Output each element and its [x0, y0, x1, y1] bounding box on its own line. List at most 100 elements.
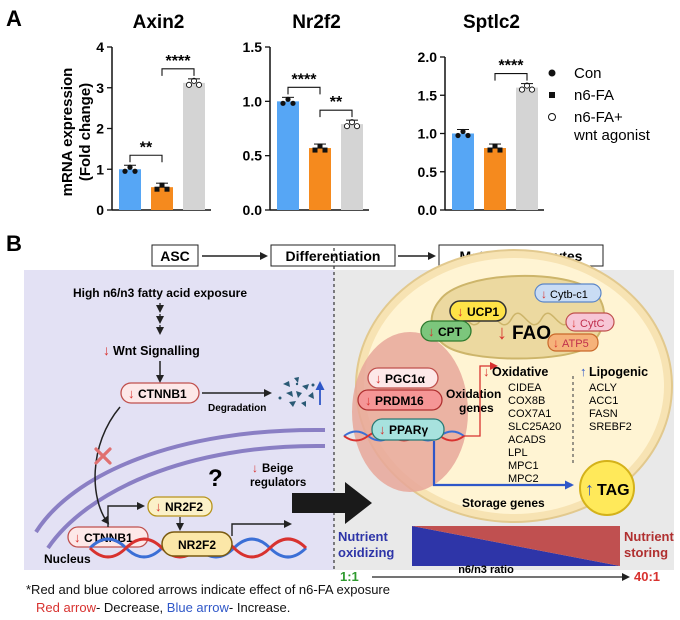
nr2f2-bound: NR2F2: [178, 538, 216, 552]
bar: [277, 101, 299, 210]
panel-b-label: B: [6, 231, 22, 256]
question-mark: ?: [208, 465, 223, 492]
data-point: [460, 128, 466, 135]
asc-background: [24, 270, 334, 570]
y-tick-label: 3: [96, 80, 104, 96]
data-point: [290, 100, 296, 106]
nucleus-membrane-inner: [46, 443, 326, 550]
significance-bracket: [319, 109, 353, 118]
nr2f2-box-regulated: [147, 496, 213, 517]
cytbc1-down-arrow: ↓: [541, 287, 547, 301]
significance-label: **: [140, 139, 153, 156]
degradation-label: Degradation: [208, 403, 266, 414]
y-tick-label: 1.5: [418, 87, 438, 103]
y-axis-label-line2: (Fold change): [77, 83, 94, 181]
blocked-x-icon: [94, 447, 112, 465]
significance-label: ****: [292, 71, 318, 88]
y-tick-label: 0: [96, 202, 104, 218]
footnote-blue-label: Blue arrow: [166, 600, 229, 615]
significance-bracket: [494, 73, 528, 81]
ratio-gradient-red: [412, 526, 620, 566]
nr2f2-regulated: NR2F2: [165, 500, 203, 514]
ratio-high: 40:1: [634, 569, 660, 584]
nr2f2-regulates-arrow: [231, 520, 292, 536]
pgc1a-box: [367, 367, 439, 389]
data-point: [312, 147, 318, 153]
nr2f2-down-arrow: ↓: [155, 499, 162, 514]
bar: [484, 148, 506, 210]
data-point: [132, 168, 138, 174]
oxidation-genes-line2: genes: [459, 401, 494, 415]
bar: [309, 148, 331, 210]
lipogenic-header: Lipogenic: [589, 365, 648, 379]
pgc1a-down-arrow: ↓: [375, 371, 382, 386]
data-point: [122, 168, 128, 174]
data-point: [317, 143, 323, 149]
data-point: [487, 147, 493, 153]
data-point: [280, 100, 286, 106]
legend: Con n6-FA n6-FA+ wnt agonist: [548, 65, 651, 144]
data-point: [343, 123, 351, 130]
footnote-line1: *Red and blue colored arrows indicate ef…: [26, 582, 390, 597]
data-point: [528, 86, 536, 93]
oxidative-gene: COX8B: [508, 395, 545, 407]
nutrient-storing-line2: storing: [624, 545, 668, 560]
cpt-down-arrow: ↓: [428, 324, 435, 339]
y-tick-label: 4: [96, 39, 104, 55]
nutrient-oxidizing-line2: oxidizing: [338, 545, 394, 560]
legend-marker-wnt: [548, 113, 556, 121]
legend-label-n6fa: n6-FA: [574, 87, 614, 104]
ctnnb1-down-arrow: ↓: [128, 386, 135, 401]
oxidative-gene: MPC2: [508, 473, 539, 485]
ratio-label: n6/n3 ratio: [458, 564, 514, 576]
storage-genes-arrow: [432, 441, 574, 490]
oxidative-gene: LPL: [508, 447, 528, 459]
significance-label: **: [330, 94, 343, 111]
data-point: [159, 182, 165, 188]
stage-diff-box: [270, 244, 396, 267]
wnt-down-arrow: ↓: [103, 342, 110, 358]
prdm16-down-arrow: ↓: [365, 393, 372, 408]
oxidative-down-arrow: ↓: [483, 364, 490, 379]
y-tick-label: 0.0: [418, 202, 438, 218]
chart-title: Sptlc2: [463, 12, 520, 33]
bar: [151, 187, 173, 210]
y-tick-label: 2.0: [418, 49, 438, 65]
footnote-red-label: Red arrow: [36, 600, 96, 615]
exposure-label: High n6/n3 fatty acid exposure: [73, 286, 247, 300]
lipogenic-gene: ACC1: [589, 395, 618, 407]
ppary-box: [371, 418, 445, 441]
lipogenic-gene: ACLY: [589, 382, 618, 394]
data-point: [322, 147, 328, 153]
ctnnb1-to-nr2f2-arrow: [107, 502, 145, 527]
cytbc1-box: [534, 283, 602, 303]
ctnnb1-nuclear-down-arrow: ↓: [74, 530, 81, 545]
data-point: [497, 147, 503, 153]
panel-a-label: A: [6, 6, 22, 31]
nutrient-oxidizing-line1: Nutrient: [338, 529, 389, 544]
oxidative-gene: CIDEA: [508, 382, 542, 394]
ucp1-down-arrow: ↓: [457, 304, 464, 319]
oxidation-genes-arrow: [464, 362, 498, 437]
data-point: [353, 123, 361, 130]
oxidative-gene: MPC1: [508, 460, 539, 472]
data-point: [164, 186, 170, 192]
stage-asc: ASC: [160, 248, 190, 264]
bar: [452, 133, 474, 210]
significance-bracket: [161, 68, 195, 76]
degradation-fragments-icon: [278, 377, 315, 407]
stage-differentiation: Differentiation: [286, 248, 381, 264]
bar: [183, 82, 205, 210]
y-tick-label: 0.5: [243, 148, 263, 164]
y-tick-label: 1.0: [243, 93, 263, 109]
legend-label-wnt-line1: n6-FA+: [574, 109, 623, 126]
cytbc1-label: Cytb-c1: [550, 289, 588, 301]
ppary-label: PPARγ: [389, 423, 428, 437]
data-point: [348, 119, 356, 126]
beige-down-arrow: ↓: [252, 461, 258, 475]
ppary-down-arrow: ↓: [379, 422, 386, 437]
